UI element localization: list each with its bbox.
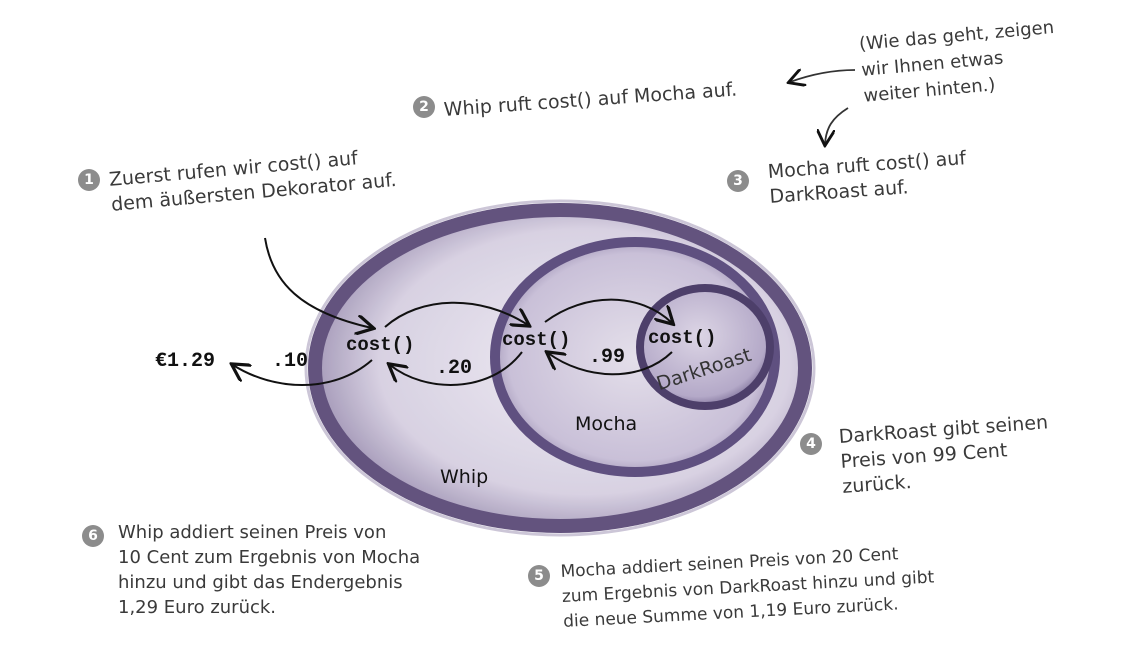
- return-arrow-darkroast: [548, 352, 673, 376]
- aside-arrow-down: [825, 107, 849, 144]
- cost-label-darkroast: cost(): [648, 327, 716, 349]
- step-note-4: DarkRoast gibt seinen Preis von 99 Cent …: [838, 411, 1049, 498]
- price-whip: .10: [272, 350, 308, 373]
- total-price: €1.29: [155, 350, 215, 373]
- cost-label-whip: cost(): [346, 334, 414, 356]
- step-badge-5: 5: [528, 565, 550, 587]
- step-badge-2: 2: [413, 96, 435, 118]
- call-arrow-mocha-to-darkroast: [544, 298, 672, 323]
- step-badge-1: 1: [78, 169, 100, 191]
- price-mocha: .20: [436, 357, 472, 380]
- return-arrow-whip: [233, 359, 373, 386]
- cost-label-mocha: cost(): [502, 329, 570, 351]
- mocha-label: Mocha: [575, 413, 637, 435]
- price-darkroast: .99: [589, 346, 625, 369]
- step-badge-4: 4: [800, 433, 822, 455]
- whip-label: Whip: [440, 466, 488, 488]
- call-arrow-whip-to-mocha: [384, 301, 528, 327]
- aside-arrow-left: [790, 70, 856, 82]
- call-arrow-start: [264, 237, 372, 328]
- return-arrow-mocha: [390, 351, 523, 386]
- step-badge-6: 6: [82, 525, 104, 547]
- whip-ring-halo: [304, 199, 816, 537]
- step-badge-3: 3: [727, 170, 749, 192]
- step-note-6: Whip addiert seinen Preis von 10 Cent zu…: [118, 522, 421, 618]
